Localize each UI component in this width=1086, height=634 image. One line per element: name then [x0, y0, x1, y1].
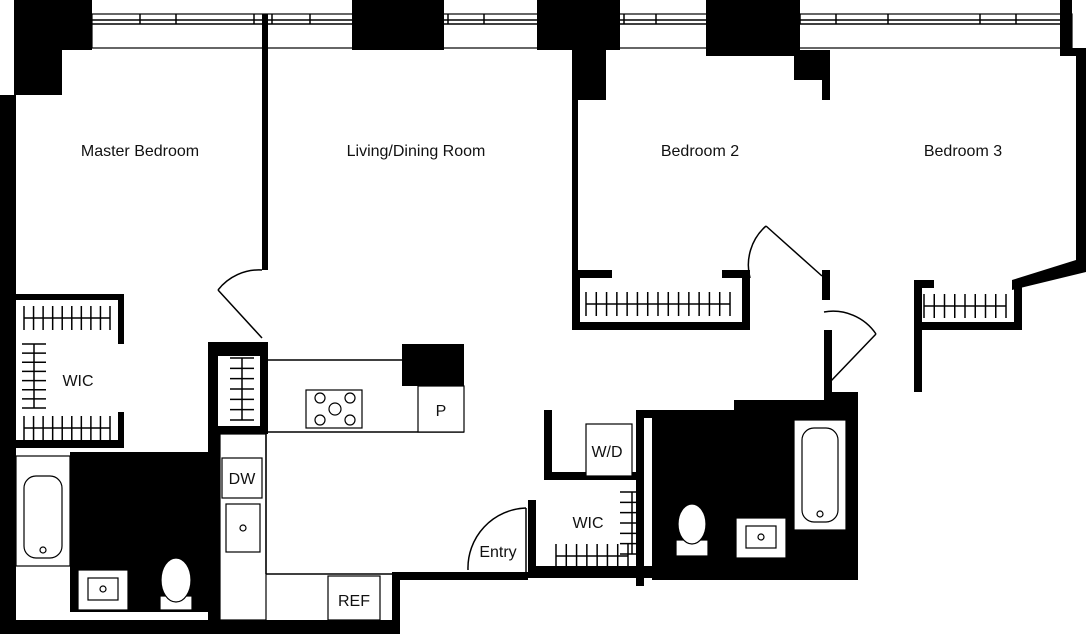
label-refrigerator: REF	[338, 593, 370, 610]
label-dishwasher: DW	[229, 471, 257, 488]
label-master-bedroom: Master Bedroom	[81, 143, 199, 160]
label-entry: Entry	[479, 544, 516, 561]
label-wic-master: WIC	[62, 373, 93, 390]
sink-icon	[225, 503, 261, 553]
label-living-dining: Living/Dining Room	[347, 143, 486, 160]
kitchen	[219, 356, 465, 621]
closet-shelving	[22, 292, 1007, 568]
label-washer-dryer: W/D	[591, 444, 622, 461]
label-bedroom-2: Bedroom 2	[661, 143, 739, 160]
vanity-sink-icon	[77, 517, 787, 611]
washer-dryer	[585, 423, 633, 477]
cooktop-icon	[305, 389, 363, 429]
pantry	[417, 385, 465, 433]
dishwasher	[221, 457, 263, 499]
refrigerator	[327, 575, 381, 621]
bathtub-icon	[15, 419, 847, 567]
label-bedroom-3: Bedroom 3	[924, 143, 1002, 160]
toilet-icon	[159, 503, 709, 611]
room-labels: Master Bedroom Living/Dining Room Bedroo…	[62, 143, 1002, 610]
label-pantry: P	[436, 403, 447, 420]
doors	[217, 225, 877, 572]
label-wic-hall: WIC	[572, 515, 603, 532]
